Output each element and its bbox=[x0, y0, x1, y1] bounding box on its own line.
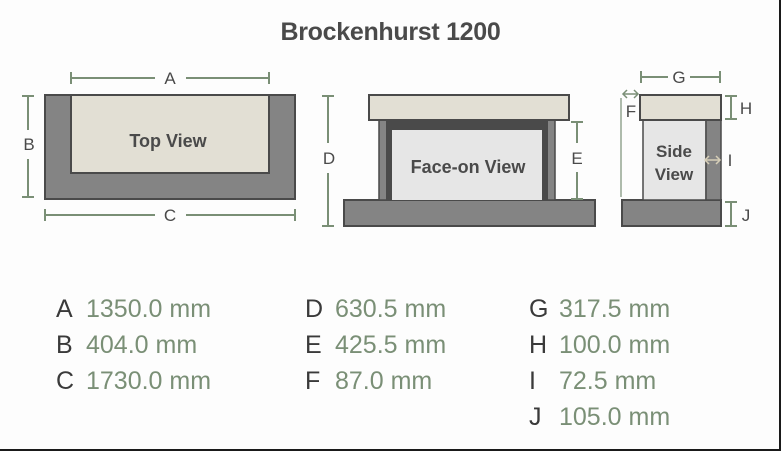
dim-c bbox=[44, 209, 296, 221]
dim-label-a: A bbox=[164, 69, 176, 88]
top-view: Top View bbox=[44, 94, 296, 200]
dim-h bbox=[725, 95, 737, 120]
dim-b bbox=[22, 95, 34, 198]
side-view-label-2: View bbox=[655, 165, 694, 184]
side-view: Side View bbox=[621, 94, 722, 227]
dim-d bbox=[322, 95, 334, 227]
dim-e bbox=[571, 121, 583, 200]
face-on-view-label: Face-on View bbox=[411, 157, 527, 177]
dim-label-j: J bbox=[742, 206, 751, 225]
dim-a bbox=[70, 72, 270, 84]
diagram-title: Brockenhurst 1200 bbox=[280, 18, 501, 46]
face-on-view: Face-on View bbox=[343, 94, 596, 227]
dim-label-f: F bbox=[626, 102, 636, 121]
dim-label-c: C bbox=[164, 206, 176, 225]
dim-g bbox=[640, 71, 721, 83]
dim-label-b: B bbox=[23, 135, 34, 154]
dim-label-e: E bbox=[571, 149, 582, 168]
dim-label-i: I bbox=[728, 151, 733, 170]
dim-label-g: G bbox=[672, 68, 685, 87]
dim-label-d: D bbox=[323, 149, 335, 168]
dim-f bbox=[620, 89, 640, 197]
side-view-label-1: Side bbox=[656, 142, 692, 161]
dim-label-h: H bbox=[740, 99, 752, 118]
dim-i bbox=[703, 155, 722, 165]
dim-j bbox=[725, 201, 737, 227]
top-view-label: Top View bbox=[129, 131, 207, 151]
